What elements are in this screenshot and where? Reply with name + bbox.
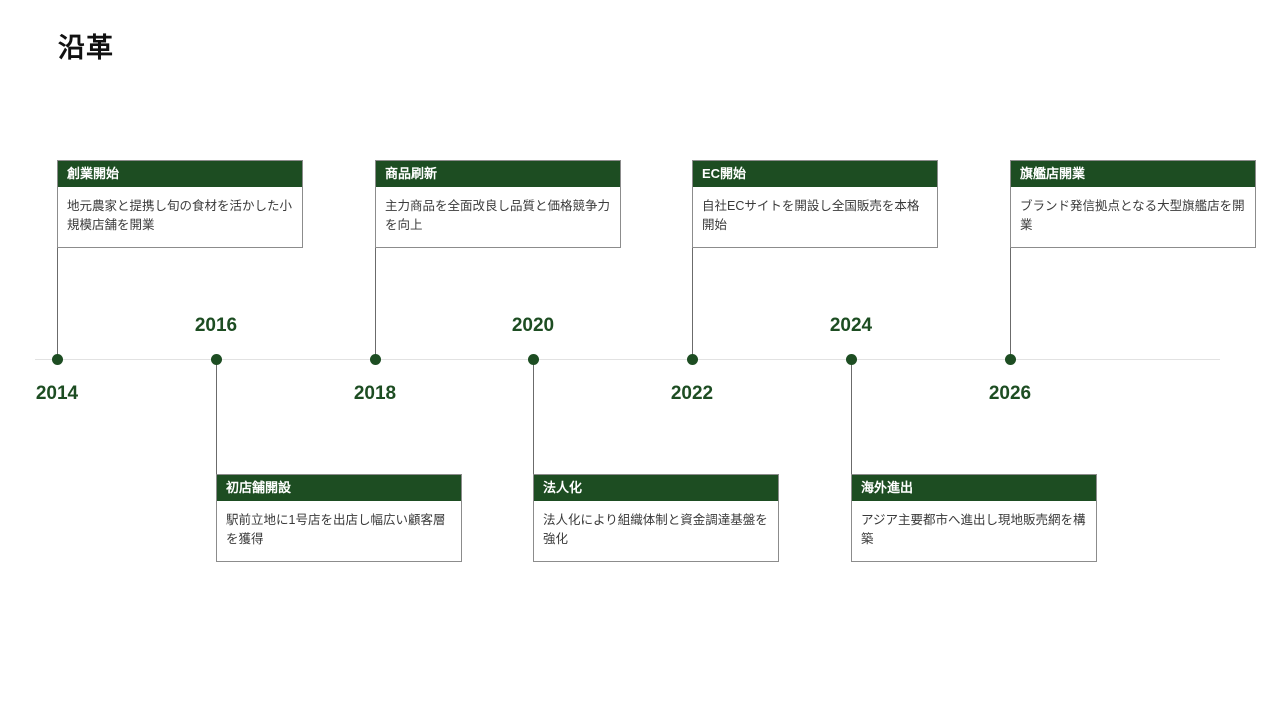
timeline-connector bbox=[692, 247, 693, 359]
timeline-year-label: 2020 bbox=[511, 315, 555, 336]
milestone-description: 主力商品を全面改良し品質と価格競争力を向上 bbox=[385, 199, 611, 232]
timeline-year-label: 2016 bbox=[194, 315, 238, 336]
timeline-node-dot[interactable] bbox=[845, 353, 857, 365]
milestone-title: 法人化 bbox=[534, 475, 778, 501]
timeline-year-label: 2014 bbox=[35, 383, 79, 404]
timeline-node-dot[interactable] bbox=[369, 353, 381, 365]
milestone-card[interactable]: 初店舗開設駅前立地に1号店を出店し幅広い顧客層を獲得 bbox=[216, 474, 462, 562]
milestone-description: 自社ECサイトを開設し全国販売を本格開始 bbox=[702, 199, 920, 232]
milestone-card[interactable]: 法人化法人化により組織体制と資金調達基盤を強化 bbox=[533, 474, 779, 562]
page-title: 沿革 bbox=[58, 33, 114, 63]
milestone-card[interactable]: EC開始自社ECサイトを開設し全国販売を本格開始 bbox=[692, 160, 938, 248]
milestone-title: EC開始 bbox=[693, 161, 937, 187]
timeline-year-label: 2018 bbox=[353, 383, 397, 404]
timeline-connector bbox=[533, 359, 534, 474]
timeline-node-dot[interactable] bbox=[686, 353, 698, 365]
timeline-connector bbox=[216, 359, 217, 474]
milestone-card[interactable]: 海外進出アジア主要都市へ進出し現地販売網を構築 bbox=[851, 474, 1097, 562]
milestone-card[interactable]: 創業開始地元農家と提携し旬の食材を活かした小規模店舗を開業 bbox=[57, 160, 303, 248]
timeline-axis bbox=[35, 359, 1220, 360]
milestone-card[interactable]: 商品刷新主力商品を全面改良し品質と価格競争力を向上 bbox=[375, 160, 621, 248]
timeline-year-label: 2026 bbox=[988, 383, 1032, 404]
milestone-description: アジア主要都市へ進出し現地販売網を構築 bbox=[861, 513, 1086, 546]
milestone-description: 法人化により組織体制と資金調達基盤を強化 bbox=[543, 513, 768, 546]
milestone-card[interactable]: 旗艦店開業ブランド発信拠点となる大型旗艦店を開業 bbox=[1010, 160, 1256, 248]
milestone-description: 地元農家と提携し旬の食材を活かした小規模店舗を開業 bbox=[67, 199, 293, 232]
timeline-node-dot[interactable] bbox=[210, 353, 222, 365]
milestone-title: 初店舗開設 bbox=[217, 475, 461, 501]
timeline-year-label: 2024 bbox=[829, 315, 873, 336]
timeline-node-dot[interactable] bbox=[1004, 353, 1016, 365]
timeline-node-dot[interactable] bbox=[527, 353, 539, 365]
milestone-description: 駅前立地に1号店を出店し幅広い顧客層を獲得 bbox=[226, 513, 446, 546]
milestone-title: 海外進出 bbox=[852, 475, 1096, 501]
milestone-description: ブランド発信拠点となる大型旗艦店を開業 bbox=[1020, 199, 1245, 232]
timeline-connector bbox=[375, 247, 376, 359]
milestone-title: 旗艦店開業 bbox=[1011, 161, 1255, 187]
milestone-title: 商品刷新 bbox=[376, 161, 620, 187]
timeline-year-label: 2022 bbox=[670, 383, 714, 404]
timeline-connector bbox=[1010, 247, 1011, 359]
milestone-title: 創業開始 bbox=[58, 161, 302, 187]
timeline-connector bbox=[57, 247, 58, 359]
timeline-connector bbox=[851, 359, 852, 474]
timeline-node-dot[interactable] bbox=[51, 353, 63, 365]
